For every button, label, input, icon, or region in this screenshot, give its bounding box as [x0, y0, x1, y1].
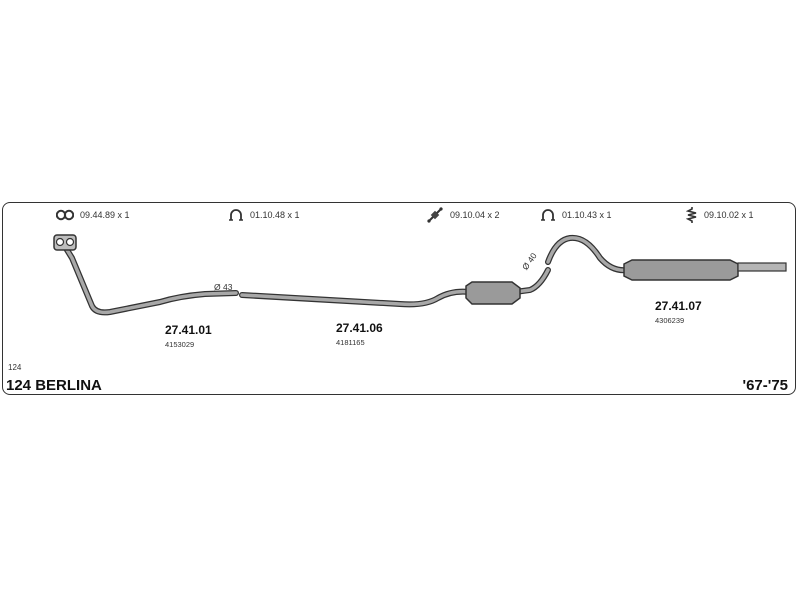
accessory-rubber-mount: 09.10.04 x 2 — [426, 207, 500, 223]
part-number-27-41-01: 27.41.01 — [165, 323, 212, 337]
diameter-label-43: Ø 43 — [214, 282, 233, 292]
oem-number: 4153029 — [165, 340, 195, 349]
accessory-label: 09.10.02 x 1 — [704, 210, 754, 220]
vehicle-years: '67-'75 — [742, 377, 789, 394]
accessory-label: 01.10.43 x 1 — [562, 210, 612, 220]
clamp-icon — [229, 209, 243, 221]
oem-number: 4306239 — [655, 316, 685, 325]
accessory-clamp-1: 01.10.48 x 1 — [228, 207, 300, 223]
clamp-icon — [541, 209, 555, 221]
accessory-label: 09.10.04 x 2 — [450, 210, 500, 220]
center-pipe — [239, 267, 551, 308]
accessory-clamp-2: 01.10.43 x 1 — [540, 207, 612, 223]
rubber-mount-icon — [427, 207, 443, 223]
flange-gasket-icon — [56, 209, 74, 221]
rear-muffler-section — [545, 234, 787, 281]
part-number-27-41-07: 27.41.07 — [655, 299, 702, 313]
accessory-spring-mount: 09.10.02 x 1 — [686, 207, 754, 223]
part-number-27-41-06: 27.41.06 — [336, 321, 383, 335]
accessory-label: 01.10.48 x 1 — [250, 210, 300, 220]
oem-number: 4181165 — [336, 338, 365, 347]
spring-mount-icon — [686, 207, 697, 223]
vehicle-code: 124 — [8, 363, 22, 372]
front-pipe — [53, 234, 239, 316]
diagram-frame — [2, 202, 796, 395]
accessory-flange-gasket: 09.44.89 x 1 — [56, 207, 130, 223]
vehicle-model: 124 BERLINA — [6, 377, 102, 394]
accessory-label: 09.44.89 x 1 — [80, 210, 130, 220]
